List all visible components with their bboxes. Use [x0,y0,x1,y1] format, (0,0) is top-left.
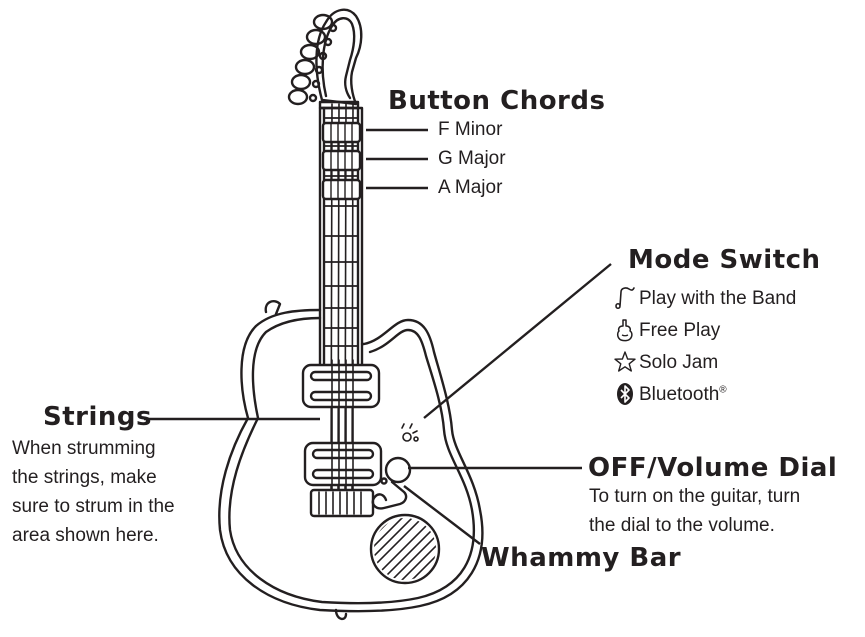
guitar-icon [616,319,633,342]
mode-item-bluetooth: Bluetooth® [614,382,727,406]
pickup-upper [301,363,381,409]
volume-dial-description: To turn on the guitar, turn the dial to … [589,482,800,540]
volume-dial-heading: OFF/Volume Dial [588,453,838,483]
chord-label-a-major: A Major [438,177,503,198]
mode-label-bluetooth: Bluetooth® [639,383,727,405]
button-chords-heading: Button Chords [388,86,606,116]
strings-description-line: When strumming [12,438,156,459]
whammy-bar [371,480,408,510]
chord-label-g-major: G Major [438,148,506,169]
mode-item-free-play: Free Play [614,318,720,342]
chord-button-2 [321,149,362,172]
guitar-neck [318,106,364,372]
whammy-bar-heading: Whammy Bar [481,543,682,573]
bridge [309,488,375,518]
pickup-lower [303,441,383,487]
mode-item-solo-jam: Solo Jam [614,350,718,374]
headstock [315,8,363,106]
star-icon [614,351,636,372]
mode-switch-heading: Mode Switch [628,245,821,275]
chord-button-3 [321,178,362,201]
registered-mark: ® [719,384,727,396]
volume-dial-description-line: To turn on the guitar, turn [589,486,801,507]
chord-button-1 [321,121,362,144]
mode-switch [401,423,419,442]
strings-description-line: sure to strum in the [12,496,175,517]
music-note-icon [615,287,635,310]
volume-dial [384,456,412,484]
volume-dial-description-line: the dial to the volume. [589,515,775,536]
bluetooth-icon [617,383,633,405]
mode-label-free-play: Free Play [639,319,721,341]
mode-label-solo-jam: Solo Jam [639,351,719,373]
guitar-body [218,308,484,613]
mode-item-play-with-band: Play with the Band [614,286,796,310]
strings-description-line: the strings, make [12,467,157,488]
strings-heading: Strings [43,402,152,432]
mode-label-play-with-band: Play with the Band [639,287,797,309]
chord-label-f-minor: F Minor [438,119,503,140]
tuning-pegs [287,13,338,106]
strings-description: When strumming the strings, make sure to… [12,434,175,550]
strings-description-line: area shown here. [12,525,159,546]
